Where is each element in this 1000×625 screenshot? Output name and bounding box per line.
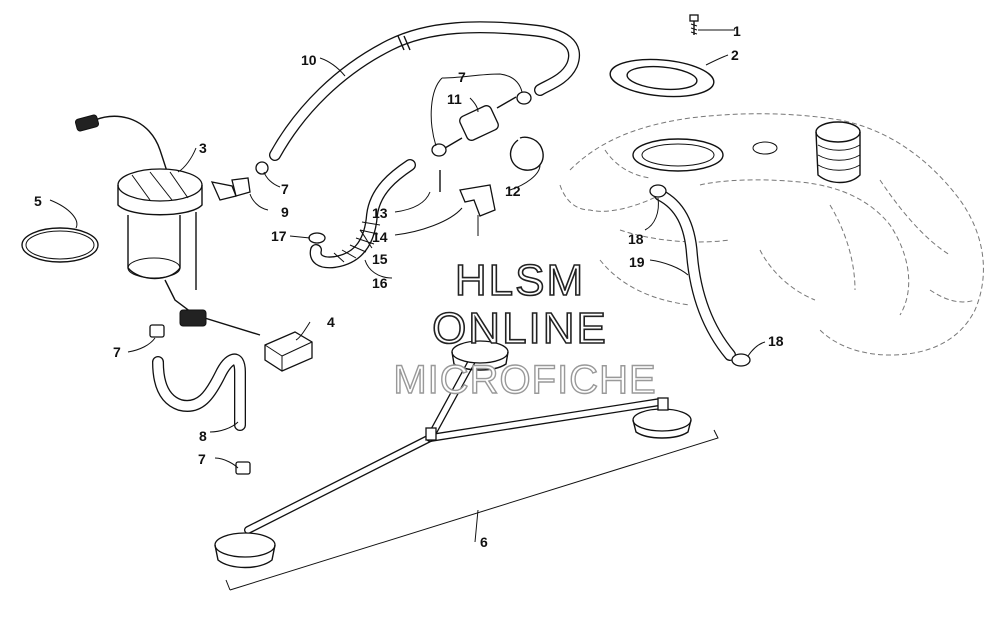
filter-bracket (439, 170, 496, 236)
corrugated-hose (309, 159, 416, 269)
watermark-line-2: ONLINE (432, 304, 608, 353)
callout-1: 1 (733, 23, 741, 39)
sender-connector (264, 331, 313, 372)
callout-7-return-top: 7 (113, 344, 121, 360)
callout-12: 12 (505, 183, 521, 199)
callout-15: 15 (372, 251, 388, 267)
callout-7-elbow: 7 (281, 181, 289, 197)
callout-7-return-bottom: 7 (198, 451, 206, 467)
callout-10: 10 (301, 52, 317, 68)
callout-18-bottom: 18 (768, 333, 784, 349)
callout-16: 16 (372, 275, 388, 291)
callout-4: 4 (327, 314, 335, 330)
screw (689, 14, 699, 35)
callout-7-filter: 7 (458, 69, 466, 85)
callout-2: 2 (731, 47, 739, 63)
fuel-tank-outline (559, 113, 984, 356)
fuel-filter (431, 91, 532, 157)
elbow-fitting (210, 161, 269, 201)
callout-5: 5 (34, 193, 42, 209)
callout-11: 11 (447, 91, 462, 107)
leader-lines (49, 29, 766, 543)
drain-tube-assembly (214, 340, 719, 591)
hose-clamp (308, 232, 326, 244)
callout-19: 19 (629, 254, 645, 270)
watermark: HLSM ONLINE MICROFICHE (393, 255, 657, 403)
callout-3: 3 (199, 140, 207, 156)
watermark-line-3: MICROFICHE (393, 358, 656, 402)
pump-o-ring (21, 227, 99, 263)
snap-ring (509, 136, 544, 171)
callout-8: 8 (199, 428, 207, 444)
fuel-hose (269, 21, 580, 161)
callout-6: 6 (480, 534, 488, 550)
fuel-pump-assembly (74, 114, 261, 336)
watermark-line-1: HLSM (455, 256, 585, 305)
callout-9: 9 (281, 204, 289, 220)
callout-13: 13 (372, 205, 388, 221)
callout-18-top: 18 (628, 231, 644, 247)
vent-hose (649, 184, 751, 367)
callout-14: 14 (372, 229, 388, 245)
callout-labels: 1 2 3 4 5 6 7 7 7 7 8 9 10 11 12 13 14 1… (34, 23, 784, 550)
return-hose (149, 324, 251, 475)
tank-gasket (609, 58, 715, 98)
callout-17: 17 (271, 228, 287, 244)
